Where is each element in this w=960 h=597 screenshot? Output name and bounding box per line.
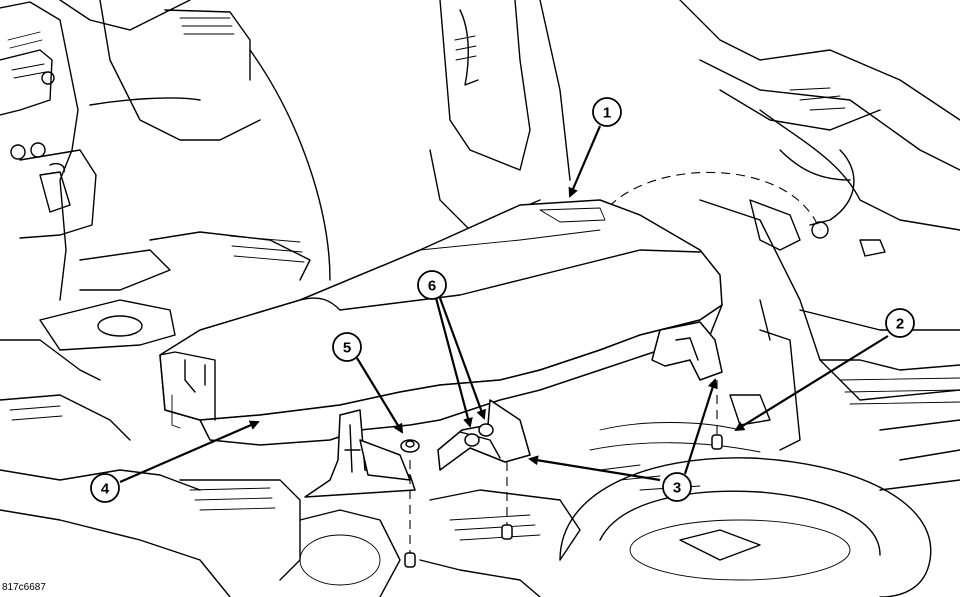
- callout-6: 6: [417, 270, 447, 300]
- callout-6-label: 6: [428, 278, 436, 295]
- seat-cushion: [159, 199, 723, 446]
- leader-lines: [119, 125, 889, 484]
- rear-quarter-panel: [679, 0, 960, 491]
- callout-3-label: 3: [673, 480, 681, 497]
- dashboard-console: [0, 0, 311, 441]
- fastener-nut-5: [400, 439, 420, 453]
- seat-bracket-left: [304, 409, 416, 498]
- spare-tire: [559, 422, 932, 597]
- callout-2: 2: [885, 308, 915, 338]
- callout-2-label: 2: [896, 316, 904, 333]
- mounting-studs: [404, 380, 723, 568]
- callout-3: 3: [662, 472, 692, 502]
- callout-5: 5: [332, 332, 362, 362]
- callout-4: 4: [90, 473, 120, 503]
- callout-4-label: 4: [101, 481, 110, 498]
- callout-5-label: 5: [343, 340, 351, 357]
- seat-bracket-right: [651, 321, 723, 381]
- seat-swing-path: [599, 171, 821, 231]
- floor-pan: [0, 469, 581, 597]
- figure-id: 817c6687: [2, 582, 46, 593]
- callout-1-label: 1: [603, 105, 611, 122]
- callout-1: 1: [592, 97, 622, 127]
- fastener-nuts-6: [464, 423, 494, 447]
